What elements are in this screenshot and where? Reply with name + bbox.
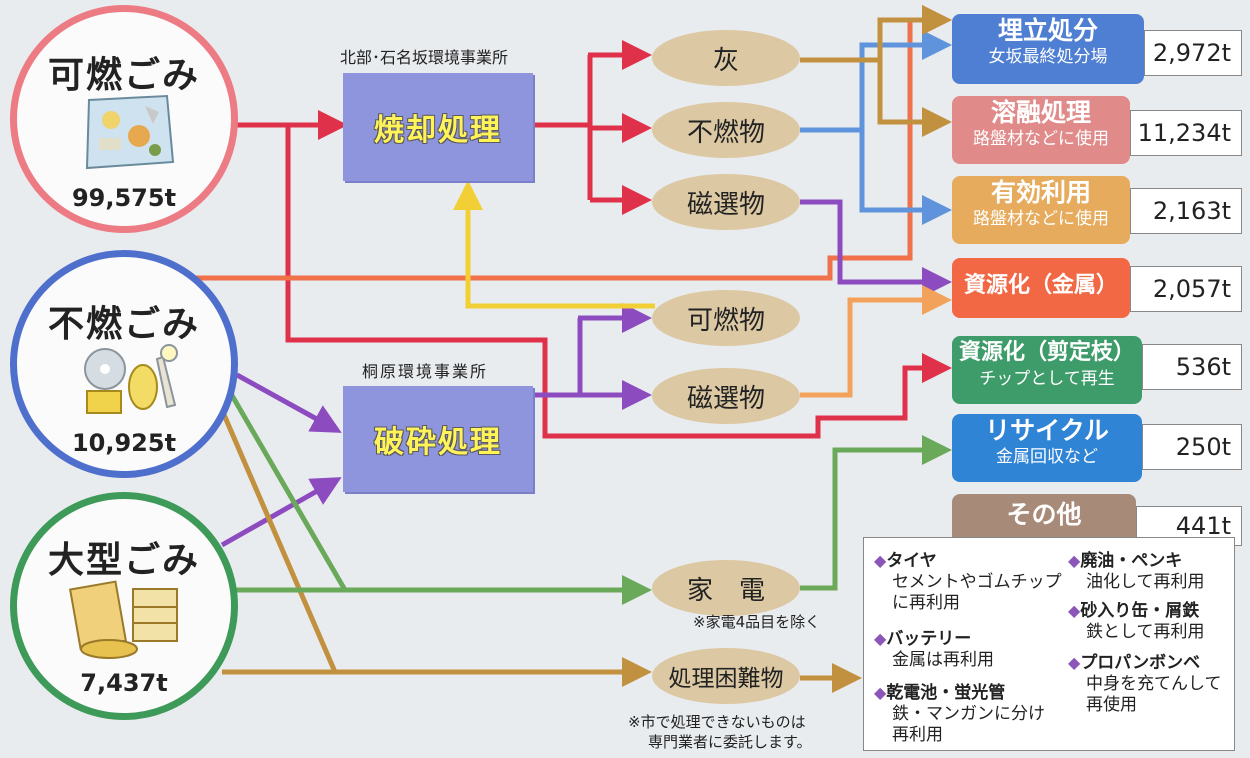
dest-recycle-amount: 250t bbox=[1142, 424, 1242, 470]
oval-difficult: 処理困難物 bbox=[652, 648, 800, 704]
noncombustible-items-illustration bbox=[77, 339, 187, 427]
dest-effective-use: 有効利用 路盤材などに使用 bbox=[952, 176, 1130, 244]
arrow-crushing-outputs bbox=[535, 318, 583, 398]
other-item-sand-cans: ◆砂入り缶・屑鉄 鉄として再利用 bbox=[1068, 601, 1205, 642]
arrow-incomb-to-effective bbox=[859, 130, 952, 225]
dest-effective-use-sub: 路盤材などに使用 bbox=[973, 209, 1109, 229]
source-bulky: 大型ごみ 7,437t bbox=[10, 492, 238, 720]
incineration-box: 焼却処理 bbox=[343, 73, 533, 181]
source-combustible: 可燃ごみ 99,575t bbox=[10, 5, 238, 233]
other-item-battery: ◆バッテリー 金属は再利用 bbox=[874, 629, 994, 670]
bulky-items-illustration bbox=[68, 577, 189, 665]
dest-pruning-amount: 536t bbox=[1142, 344, 1242, 390]
dest-recycle-title: リサイクル bbox=[985, 416, 1109, 445]
oval-appliances: 家 電 bbox=[652, 560, 800, 616]
other-item-dry-cells: ◆乾電池・蛍光管 鉄・マンガンに分け 再利用 bbox=[874, 683, 1045, 745]
other-item-tires: ◆タイヤ セメントやゴムチップ に再利用 bbox=[874, 551, 1062, 613]
oval-ash: 灰 bbox=[652, 30, 800, 86]
dest-melting: 溶融処理 路盤材などに使用 bbox=[952, 96, 1130, 164]
source-noncombustible: 不燃ごみ 10,925t bbox=[10, 250, 238, 478]
source-bulky-amount: 7,437t bbox=[80, 669, 168, 697]
dest-pruning-sub: チップとして再生 bbox=[979, 369, 1115, 389]
oval-incombustibles: 不燃物 bbox=[652, 102, 800, 158]
source-noncombustible-amount: 10,925t bbox=[71, 429, 177, 457]
arrow-noncomb-to-appliances bbox=[227, 390, 348, 592]
source-noncombustible-title: 不燃ごみ bbox=[47, 304, 200, 345]
arrow-ash-to-melting bbox=[800, 57, 952, 137]
diamond-bullet-icon: ◆ bbox=[874, 683, 887, 702]
facility-north-label: 北部･石名坂環境事業所 bbox=[340, 48, 509, 67]
arrow-combustible-to-pruning bbox=[285, 125, 952, 439]
dest-effective-use-amount: 2,163t bbox=[1130, 188, 1242, 234]
dest-melting-sub: 路盤材などに使用 bbox=[973, 129, 1109, 149]
dest-effective-use-title: 有効利用 bbox=[990, 178, 1091, 207]
dest-metal-amount: 2,057t bbox=[1130, 266, 1242, 312]
arrow-noncomb-to-crushing bbox=[235, 372, 342, 433]
dest-pruning: 資源化（剪定枝） チップとして再生 bbox=[952, 336, 1142, 404]
arrow-combustibles-to-incineration bbox=[453, 180, 655, 309]
diamond-bullet-icon: ◆ bbox=[874, 551, 887, 570]
dest-recycle: リサイクル 金属回収など bbox=[952, 414, 1142, 482]
dest-melting-amount: 11,234t bbox=[1130, 110, 1242, 156]
other-item-waste-oil: ◆廃油・ペンキ 油化して再利用 bbox=[1068, 551, 1205, 592]
dest-other: その他 bbox=[952, 494, 1136, 540]
oval-magnetic-2: 磁選物 bbox=[652, 368, 800, 424]
diamond-bullet-icon: ◆ bbox=[1068, 551, 1081, 570]
arrow-incomb-to-landfill bbox=[800, 30, 952, 133]
diamond-bullet-icon: ◆ bbox=[874, 629, 887, 648]
oval-combustibles: 可燃物 bbox=[652, 290, 800, 346]
source-bulky-title: 大型ごみ bbox=[47, 540, 200, 581]
arrow-bulky-to-crushing bbox=[220, 477, 342, 548]
dest-other-title: その他 bbox=[1006, 500, 1082, 529]
incineration-label: 焼却処理 bbox=[374, 113, 502, 148]
source-combustible-amount: 99,575t bbox=[71, 184, 177, 212]
source-combustible-title: 可燃ごみ bbox=[47, 55, 200, 96]
oval-magnetic-1: 磁選物 bbox=[652, 174, 800, 230]
note-difficult-2: 専門業者に委託します。 bbox=[648, 733, 812, 751]
diamond-bullet-icon: ◆ bbox=[1068, 601, 1081, 620]
arrow-incineration-outputs bbox=[535, 55, 593, 200]
arrow-noncomb-to-difficult bbox=[219, 409, 338, 673]
crushing-label: 破砕処理 bbox=[374, 425, 502, 460]
arrow-appliances-to-recycle bbox=[800, 435, 952, 591]
note-difficult-1: ※市で処理できないものは bbox=[628, 713, 806, 731]
dest-metal-title: 資源化（金属） bbox=[963, 273, 1118, 298]
arrow-magnetic2-to-metal bbox=[800, 285, 952, 398]
arrow-ash-to-landfill bbox=[877, 5, 952, 60]
dest-landfill-sub: 女坂最終処分場 bbox=[988, 47, 1108, 67]
crushing-box: 破砕処理 bbox=[343, 386, 533, 492]
dest-landfill-title: 埋立処分 bbox=[997, 16, 1098, 45]
garbage-bag-illustration bbox=[79, 90, 179, 178]
dest-recycle-sub: 金属回収など bbox=[996, 447, 1098, 467]
other-item-propane: ◆プロパンボンベ 中身を充てんして 再使用 bbox=[1068, 653, 1222, 715]
note-appliances: ※家電4品目を除く bbox=[693, 613, 821, 631]
dest-landfill: 埋立処分 女坂最終処分場 bbox=[952, 14, 1144, 84]
dest-pruning-title: 資源化（剪定枝） bbox=[958, 340, 1135, 365]
other-items-panel: ◆タイヤ セメントやゴムチップ に再利用 ◆バッテリー 金属は再利用 ◆乾電池・… bbox=[863, 537, 1235, 751]
arrow-magnetic1-to-metal bbox=[800, 199, 952, 297]
dest-melting-title: 溶融処理 bbox=[990, 98, 1091, 127]
facility-kirihara-label: 桐原環境事業所 bbox=[362, 362, 489, 381]
dest-landfill-amount: 2,972t bbox=[1144, 30, 1242, 76]
dest-metal: 資源化（金属） bbox=[952, 258, 1130, 318]
diamond-bullet-icon: ◆ bbox=[1068, 653, 1081, 672]
